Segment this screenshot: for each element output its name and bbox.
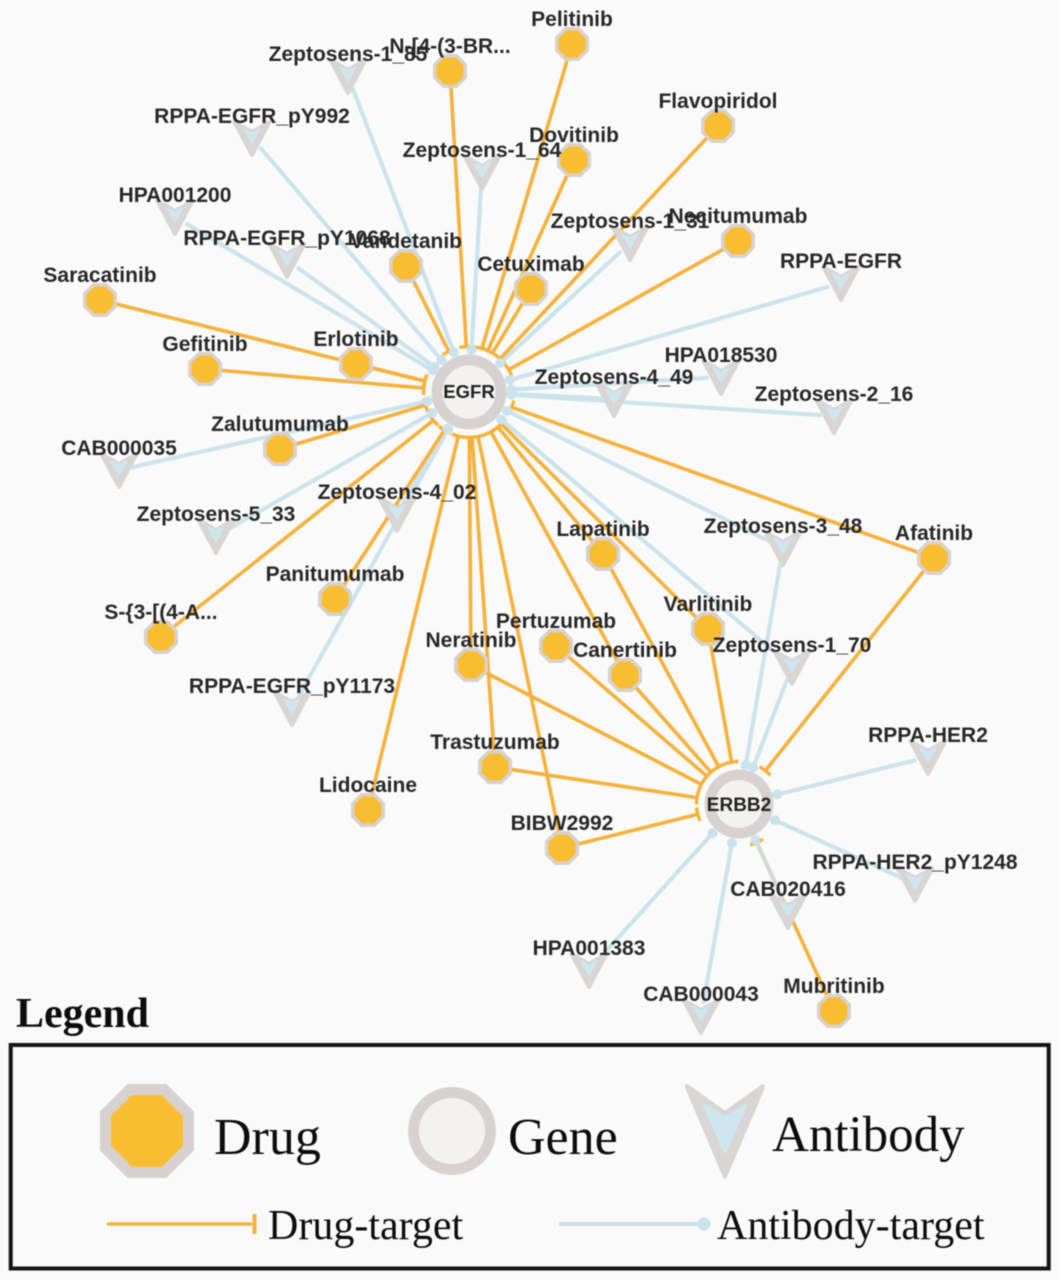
svg-text:N-[4-(3-BR...: N-[4-(3-BR... [389,35,510,58]
svg-text:RPPA-EGFR: RPPA-EGFR [780,250,902,273]
svg-text:Zeptosens-1_70: Zeptosens-1_70 [713,634,872,657]
svg-text:Zeptosens-2_16: Zeptosens-2_16 [755,383,914,406]
svg-text:Lidocaine: Lidocaine [319,774,417,797]
svg-text:Zeptosens-1_64: Zeptosens-1_64 [403,139,562,162]
svg-text:Flavopiridol: Flavopiridol [658,90,777,113]
svg-text:RPPA-HER2_pY1248: RPPA-HER2_pY1248 [812,851,1017,874]
svg-text:HPA018530: HPA018530 [665,344,778,367]
svg-text:Drug-target: Drug-target [268,1203,463,1249]
svg-text:Canertinib: Canertinib [573,639,677,662]
svg-text:Zeptosens-1_31: Zeptosens-1_31 [551,210,710,233]
svg-text:Antibody: Antibody [772,1107,965,1163]
svg-text:BIBW2992: BIBW2992 [511,812,614,835]
svg-text:Saracatinib: Saracatinib [43,264,156,287]
svg-text:HPA001200: HPA001200 [119,184,232,207]
svg-text:Legend: Legend [16,991,149,1037]
svg-text:Lapatinib: Lapatinib [556,518,649,541]
svg-text:Gene: Gene [508,1109,618,1166]
svg-text:S-{3-[(4-A...: S-{3-[(4-A... [104,601,217,624]
svg-text:Pertuzumab: Pertuzumab [496,610,616,633]
svg-text:Zalutumumab: Zalutumumab [211,413,349,436]
svg-text:Pelitinib: Pelitinib [531,8,613,31]
svg-text:Cetuximab: Cetuximab [477,253,584,276]
svg-text:Zeptosens-5_33: Zeptosens-5_33 [137,503,296,526]
svg-text:EGFR: EGFR [443,381,494,402]
svg-text:Gefitinib: Gefitinib [162,333,247,356]
svg-text:RPPA-EGFR_pY1173: RPPA-EGFR_pY1173 [189,675,395,698]
svg-text:CAB020416: CAB020416 [730,878,846,901]
svg-text:HPA001383: HPA001383 [533,937,646,960]
svg-text:Afatinib: Afatinib [895,522,973,545]
svg-text:Zeptosens-4_49: Zeptosens-4_49 [535,366,694,389]
svg-text:Necitumumab: Necitumumab [669,205,808,228]
svg-text:Dovitinib: Dovitinib [529,124,619,147]
svg-text:CAB000035: CAB000035 [61,437,177,460]
svg-text:Erlotinib: Erlotinib [313,328,398,351]
svg-text:RPPA-EGFR_pY1068: RPPA-EGFR_pY1068 [183,227,391,250]
svg-text:Antibody-target: Antibody-target [717,1203,985,1249]
svg-text:Drug: Drug [214,1109,321,1166]
svg-text:Neratinib: Neratinib [425,629,516,652]
svg-text:Vandetanib: Vandetanib [350,230,462,253]
svg-text:ERBB2: ERBB2 [707,795,771,816]
svg-text:Zeptosens-1_85: Zeptosens-1_85 [269,43,428,66]
svg-text:RPPA-HER2: RPPA-HER2 [868,724,988,747]
svg-text:Panitumumab: Panitumumab [266,563,405,586]
svg-text:Trastuzumab: Trastuzumab [430,731,560,754]
svg-text:CAB000043: CAB000043 [643,983,759,1006]
svg-text:Zeptosens-4_02: Zeptosens-4_02 [318,481,477,504]
svg-text:RPPA-EGFR_pY992: RPPA-EGFR_pY992 [154,105,350,128]
svg-text:Zeptosens-3_48: Zeptosens-3_48 [704,515,863,538]
svg-text:Mubritinib: Mubritinib [783,975,884,998]
svg-text:Varlitinib: Varlitinib [664,593,753,616]
